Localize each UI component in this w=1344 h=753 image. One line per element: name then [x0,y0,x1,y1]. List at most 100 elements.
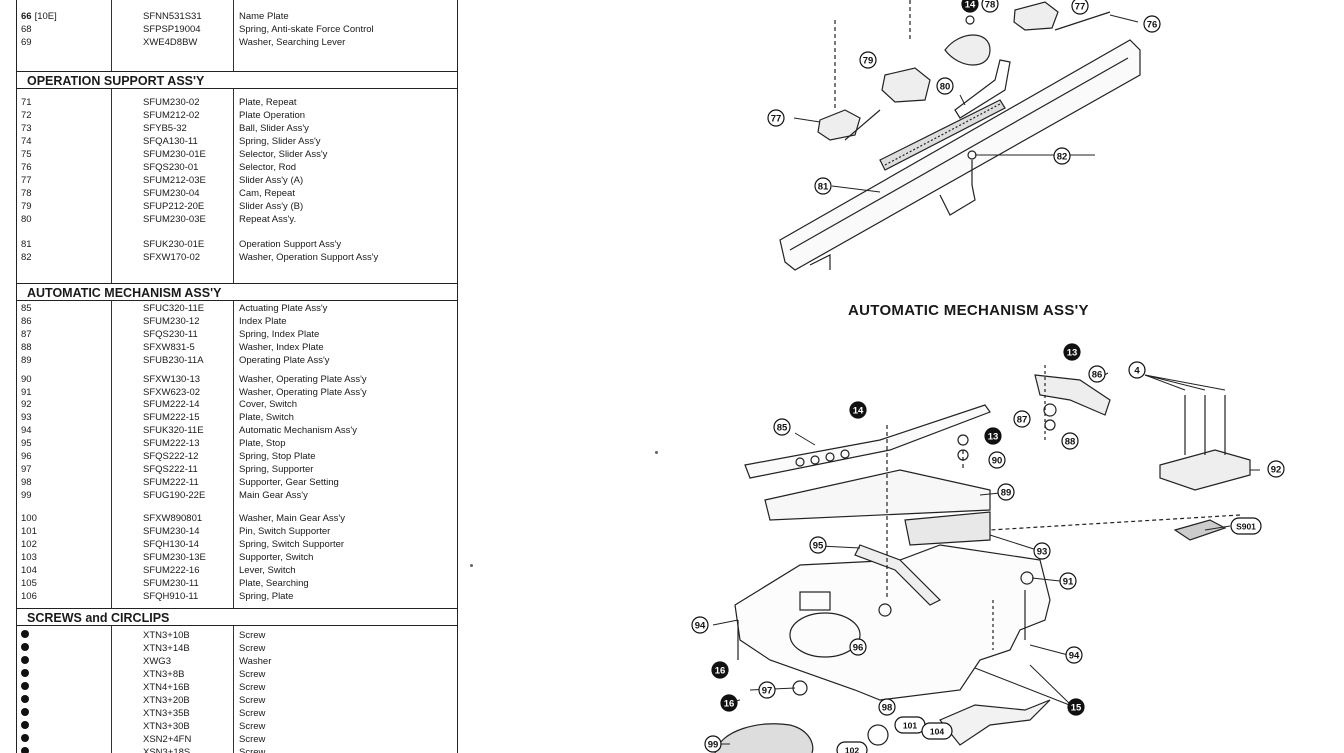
callout-number: 14 [965,0,976,11]
scan-speck [470,564,473,567]
part-description: Screw [239,695,266,706]
part-number: XTN3+35B [143,708,190,719]
item-number: 96 [21,450,109,463]
callout-label: 16 [711,661,729,679]
callout-label: 99 [704,735,722,753]
part-description: Name Plate [239,11,289,22]
item-number: 82 [21,251,109,264]
circled-number-icon [21,630,29,639]
item-number: 104 [21,564,109,577]
table-row: XTN3+14B Screw [17,642,457,655]
part-description: Index Plate [239,316,287,327]
scan-speck [655,451,658,454]
item-number: 81 [21,238,109,251]
item-number-value: 72 [21,110,32,121]
item-number: 98 [21,476,109,489]
part-description: Actuating Plate Ass'y [239,303,328,314]
part-description: Screw [239,669,266,680]
item-number [21,668,109,681]
callout-number: 85 [777,423,788,434]
callout-label: 4 [1128,361,1146,379]
part-description: Lever, Switch [239,565,296,576]
part-description: Operating Plate Ass'y [239,355,330,366]
part-number: SFUM230-04 [143,188,200,199]
callout-label: 93 [1033,542,1051,560]
part-description: Automatic Mechanism Ass'y [239,425,357,436]
item-number-value: 82 [21,252,32,263]
callout-number: 97 [762,686,773,697]
callout-label: 87 [1013,410,1031,428]
automatic-mechanism-drawing [714,365,1251,753]
part-description: Screw [239,643,266,654]
leader-lines [712,14,1260,745]
item-number: 103 [21,551,109,564]
item-number-suffix: [10E] [34,11,57,22]
part-number: SFUM230-11 [143,578,199,589]
callout-label: S901 [1230,517,1262,535]
part-number: XTN3+8B [143,669,185,680]
part-description: Plate, Searching [239,578,309,589]
callout-number: 99 [708,740,719,751]
part-number: SFUK230-01E [143,239,205,250]
item-number-value: 100 [21,513,37,524]
part-description: Spring, Supporter [239,464,314,475]
part-number: SFXW130-13 [143,374,201,385]
item-number-value: 85 [21,303,32,314]
part-description: Plate, Repeat [239,97,297,108]
part-description: Screw [239,747,266,753]
callout-number: 86 [1092,370,1103,381]
callout-number: 90 [992,456,1003,467]
circled-number-icon [21,721,29,730]
part-number: SFUM212-02 [143,110,200,121]
part-number: XWE4D8BW [143,37,198,48]
callout-label: 101 [894,716,926,734]
item-number-value: 104 [21,565,37,576]
item-number: 99 [21,489,109,502]
callout-label: 98 [878,698,896,716]
callout-label: 91 [1059,572,1077,590]
part-description: Pin, Switch Supporter [239,526,331,537]
callout-label: 80 [936,77,954,95]
callout-label: 90 [988,451,1006,469]
circled-number-icon [21,643,29,652]
item-number [21,746,109,753]
callout-label: 94 [1065,646,1083,664]
callout-label: 13 [1063,343,1081,361]
circled-number-icon [21,656,29,665]
item-number-value: 95 [21,438,32,449]
part-description: Ball, Slider Ass'y [239,123,309,134]
callout-label: 77 [1071,0,1089,15]
part-number: SFUM212-03E [143,175,206,186]
part-description: Plate, Switch [239,412,294,423]
callout-number: 101 [903,721,917,731]
item-number-value: 78 [21,188,32,199]
circled-number-icon [21,695,29,704]
item-number: 101 [21,525,109,538]
part-number: SFXW890801 [143,513,203,524]
part-number: SFQA130-11 [143,136,198,147]
item-number: 85 [21,302,109,315]
part-number: XTN3+14B [143,643,190,654]
callout-label: 92 [1267,460,1285,478]
callout-label: 15 [1067,698,1085,716]
item-number-value: 76 [21,162,32,173]
item-number: 87 [21,328,109,341]
part-description: Screw [239,734,266,745]
item-number-value: 66 [21,11,32,22]
item-number-value: 68 [21,24,32,35]
